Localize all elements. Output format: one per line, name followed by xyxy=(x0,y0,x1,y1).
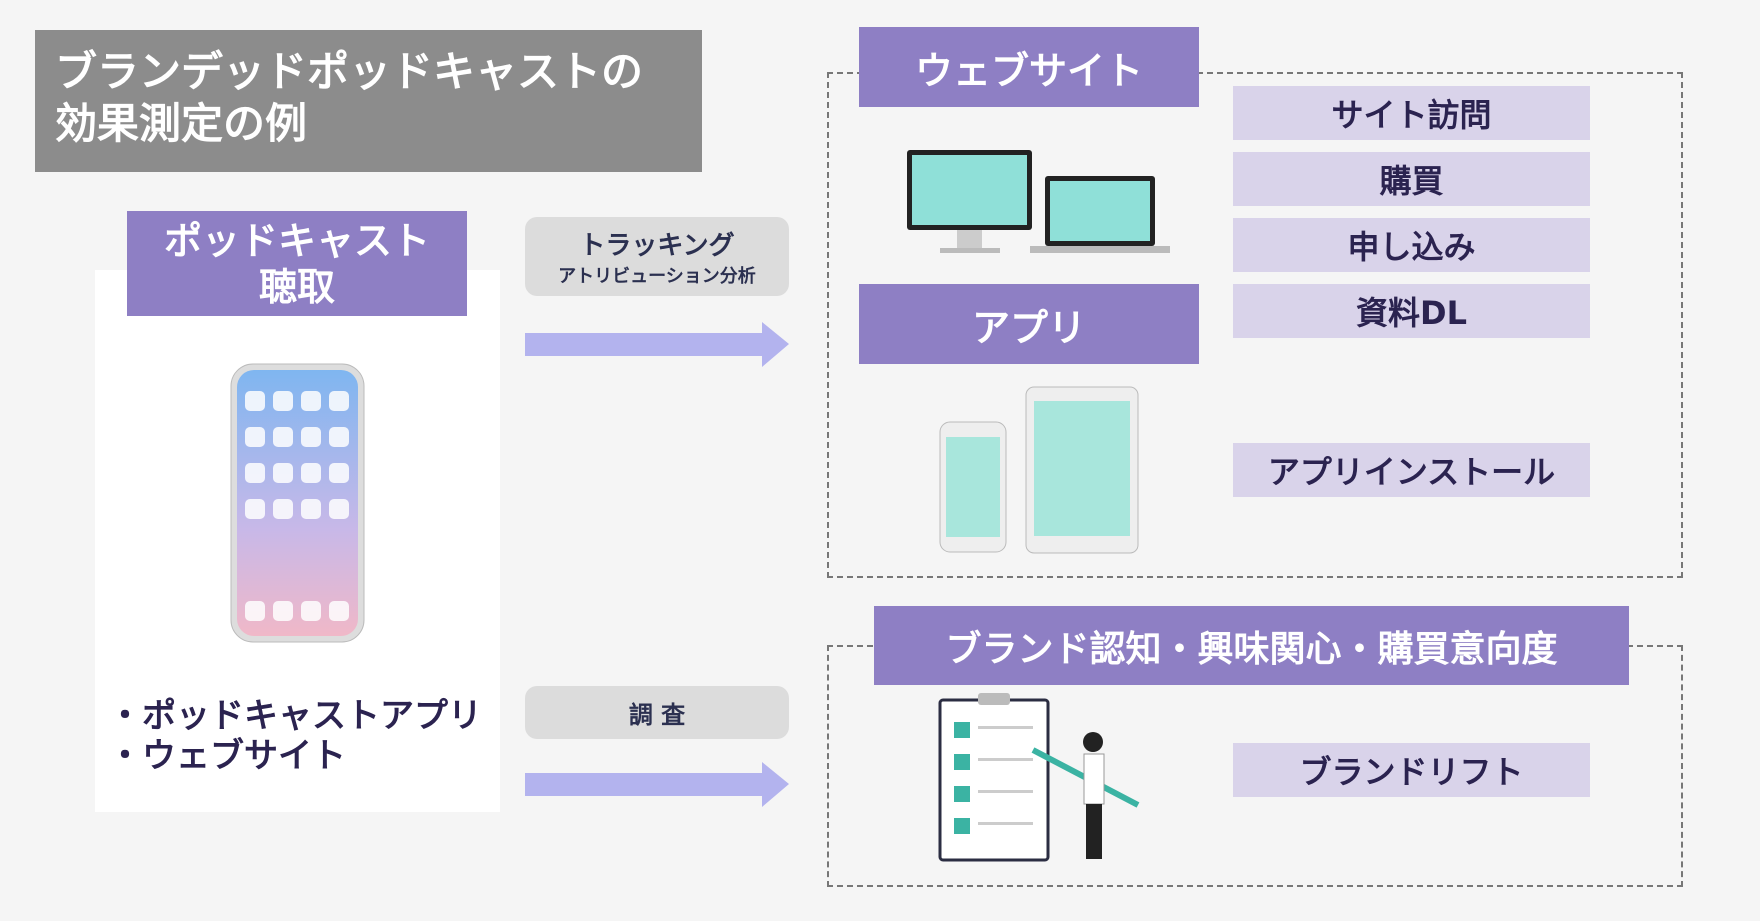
website-devices-icon xyxy=(907,150,1170,253)
bullet-podcast-app: ・ポッドキャストアプリ xyxy=(108,696,482,736)
tracking-subtitle: アトリビューション分析 xyxy=(558,266,756,287)
survey-box: 調 査 xyxy=(525,686,789,739)
bullet-website: ・ウェブサイト xyxy=(108,736,346,776)
metric-label: 資料DL xyxy=(1356,294,1467,332)
metric-app-install: アプリインストール xyxy=(1233,443,1590,497)
app-header-label: アプリ xyxy=(971,305,1086,350)
mobile-devices-icon xyxy=(939,386,1139,554)
arrow-right-icon xyxy=(525,762,789,807)
metric-label: ブランドリフト xyxy=(1299,753,1524,791)
metric-application: 申し込み xyxy=(1233,218,1590,272)
survey-label: 調 査 xyxy=(628,701,686,729)
tracking-box: トラッキング アトリビューション分析 xyxy=(525,217,789,296)
metric-label: サイト訪問 xyxy=(1331,96,1492,134)
metric-label: 購買 xyxy=(1379,162,1444,200)
metric-label: 申し込み xyxy=(1347,228,1476,266)
metric-label: アプリインストール xyxy=(1267,453,1556,491)
metric-brand-lift: ブランドリフト xyxy=(1233,743,1590,797)
website-header-label: ウェブサイト xyxy=(914,48,1143,93)
title-line-1: ブランデッドポッドキャストの xyxy=(55,47,644,96)
brand-header-label: ブランド認知・興味関心・購買意向度 xyxy=(945,628,1558,670)
metric-purchase: 購買 xyxy=(1233,152,1590,206)
brand-header: ブランド認知・興味関心・購買意向度 xyxy=(874,606,1629,685)
metric-document-download: 資料DL xyxy=(1233,284,1590,338)
page-title: ブランデッドポッドキャストの 効果測定の例 xyxy=(35,30,702,172)
tracking-title: トラッキング xyxy=(579,231,735,261)
podcast-header: ポッドキャスト 聴取 xyxy=(127,211,467,316)
arrow-right-icon xyxy=(525,322,789,367)
tracking-outcomes-frame xyxy=(827,72,1683,578)
website-header: ウェブサイト xyxy=(859,27,1199,107)
podcast-header-line2: 聴取 xyxy=(258,264,335,309)
podcast-header-line1: ポッドキャスト xyxy=(163,218,430,263)
metric-site-visit: サイト訪問 xyxy=(1233,86,1590,140)
checklist-person-icon xyxy=(938,693,1140,862)
smartphone-icon xyxy=(230,363,365,643)
title-line-2: 効果測定の例 xyxy=(55,99,308,148)
app-header: アプリ xyxy=(859,284,1199,364)
